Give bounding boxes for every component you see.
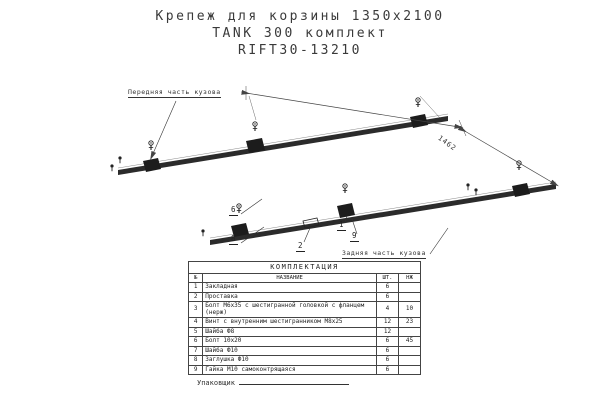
table-row: 9 Гайка М10 самоконтрящаяся 6 <box>187 364 422 375</box>
col-header-num: № <box>187 272 204 283</box>
col-header-qty: ШТ. <box>375 272 399 283</box>
callout-9: 9 <box>350 231 359 242</box>
table-row: 6 Болт 10х20 6 45 <box>187 336 422 347</box>
table-title: КОМПЛЕКТАЦИЯ <box>188 261 421 274</box>
parts-table: КОМПЛЕКТАЦИЯ № НАЗВАНИЕ ШТ. НЖ 1 Закладн… <box>187 261 422 375</box>
col-header-nz: НЖ <box>397 272 422 283</box>
title-line-2: TANK 300 комплект <box>212 26 388 41</box>
packer-signature-line <box>238 377 349 385</box>
table-row: 2 Проставка 6 <box>187 291 422 302</box>
fastener-bolts <box>109 97 522 237</box>
table-row: 4 Винт с внутренним шестигранником М8х25… <box>187 317 422 328</box>
title-line-3: RIFT30-13210 <box>238 43 362 58</box>
rear-rail-middle-clamp <box>337 203 355 218</box>
table-row: 8 Заглушка Ф10 6 <box>187 355 422 366</box>
table-row: 3 Болт М6х35 с шестигранной головкой с ф… <box>187 301 422 318</box>
dimension-lines <box>241 86 559 187</box>
callout-2: 2 <box>296 241 305 252</box>
rear-rail <box>209 181 557 245</box>
callout-6: 6 <box>229 205 238 216</box>
front-rail-left-foot <box>143 158 161 172</box>
front-rail <box>117 113 449 175</box>
packer-row: Упаковщик <box>197 377 349 387</box>
table-row: 5 Шайба Ф8 12 <box>187 326 422 337</box>
title-line-1: Крепеж для корзины 1350х2100 <box>155 9 445 24</box>
col-header-name: НАЗВАНИЕ <box>202 272 377 283</box>
spacer-part <box>302 217 320 229</box>
title-block: Крепеж для корзины 1350х2100 TANK 300 ко… <box>0 8 600 59</box>
table-row: 1 Закладная 6 <box>187 282 422 293</box>
leader-lines <box>150 100 449 255</box>
front-rail-right-foot <box>410 114 428 128</box>
rear-rail-right-foot <box>512 183 530 197</box>
rear-rail-left-foot <box>231 223 249 237</box>
callout-1: 1 <box>337 220 346 231</box>
callout-8: 8 <box>229 234 238 245</box>
rear-body-label: Задняя часть кузова <box>342 249 426 259</box>
packer-label: Упаковщик <box>197 379 235 387</box>
front-rail-middle-clamp <box>246 138 265 153</box>
front-body-label: Передняя часть кузова <box>128 88 221 98</box>
table-row: 7 Шайба Ф10 6 <box>187 345 422 356</box>
